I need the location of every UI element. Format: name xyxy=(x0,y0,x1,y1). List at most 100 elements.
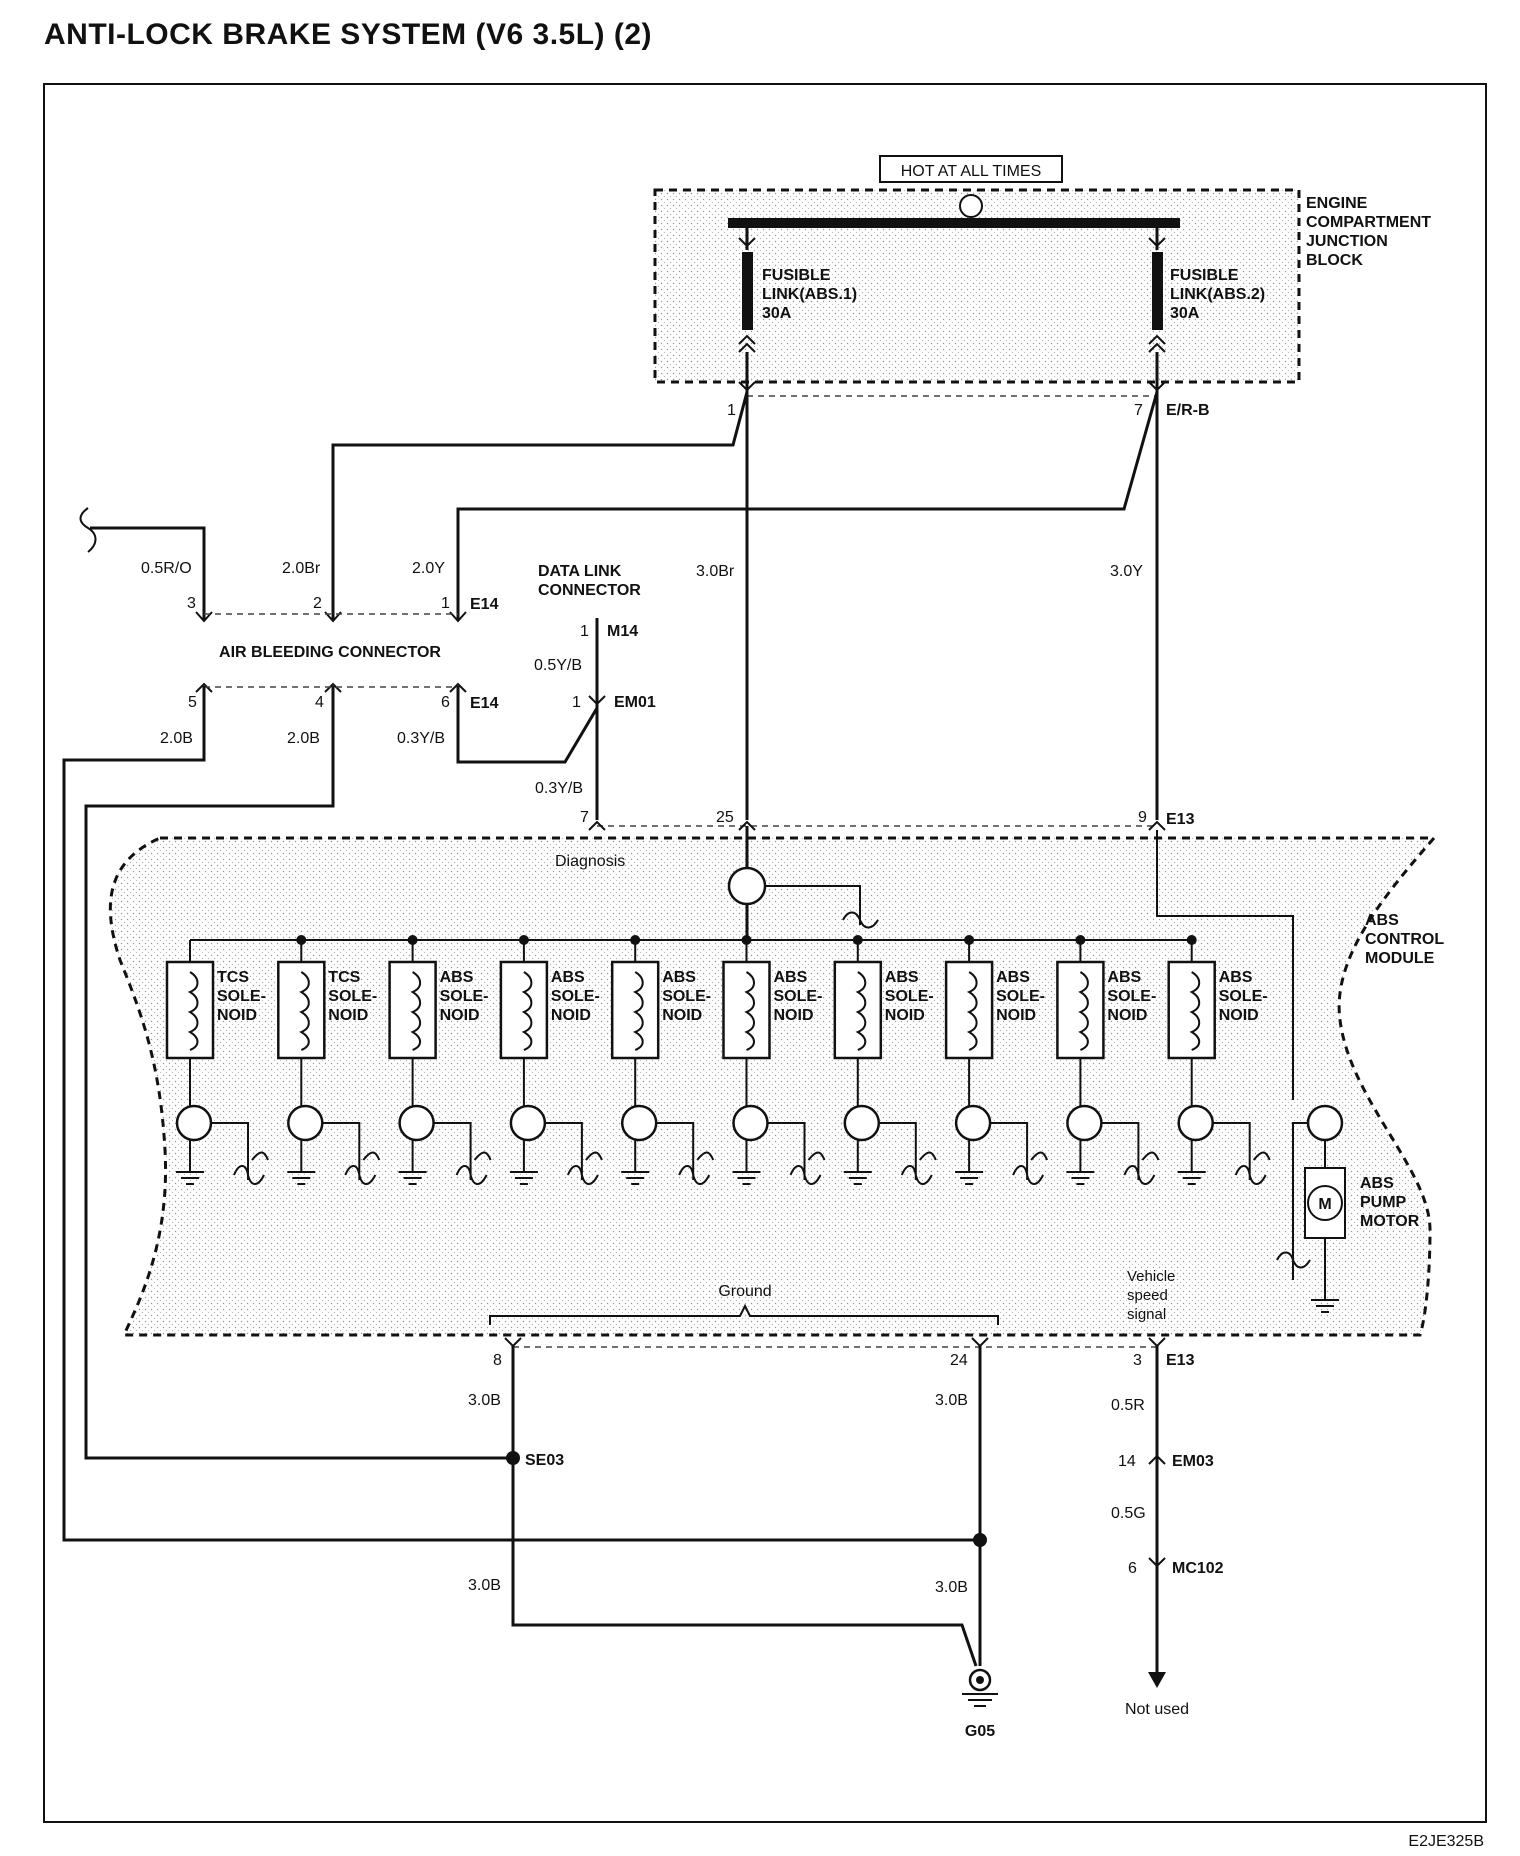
dlc-connector-m14: M14 xyxy=(607,623,638,640)
em03-connector: EM03 xyxy=(1172,1453,1214,1470)
wire-label-3-0b-a: 3.0B xyxy=(468,1392,501,1409)
fusible-link-abs2 xyxy=(1152,252,1163,330)
ab-pin-6: 6 xyxy=(441,694,450,711)
supply-transistor xyxy=(727,866,767,906)
bus-junction xyxy=(407,935,418,945)
solenoid-coil xyxy=(1167,960,1216,1060)
ab-pin-3: 3 xyxy=(187,595,196,612)
wire-label-2-0b-b: 2.0B xyxy=(287,730,320,747)
wire-label-0-3yb-a: 0.3Y/B xyxy=(397,730,445,747)
wire-ab6-dlc xyxy=(456,686,599,764)
driver-transistor xyxy=(287,1104,324,1142)
wire-label-3-0br: 3.0Br xyxy=(696,563,735,580)
ground-g05-label: G05 xyxy=(965,1723,995,1740)
abs-control-module xyxy=(108,836,1438,1337)
wire-label-3-0b-c: 3.0B xyxy=(468,1577,501,1594)
diagram-code: E2JE325B xyxy=(1408,1833,1484,1850)
ab-pin-5: 5 xyxy=(188,694,197,711)
ab-pin-1: 1 xyxy=(441,595,450,612)
pump-driver-transistor xyxy=(1306,1104,1344,1142)
ab-pin-2: 2 xyxy=(313,595,322,612)
module-conn-e13-bottom: E13 xyxy=(1166,1352,1195,1369)
wire-ab4-ground xyxy=(84,686,513,1460)
bus-junction xyxy=(852,935,863,945)
jb-connector-erb: E/R-B xyxy=(1166,402,1210,419)
power-bus-bar xyxy=(728,218,1180,228)
solenoid-coil xyxy=(722,960,771,1060)
fusible-link-abs1 xyxy=(742,252,753,330)
ground-symbol xyxy=(1177,1171,1206,1185)
wire-label-3-0y: 3.0Y xyxy=(1110,563,1143,580)
solenoid-coil xyxy=(1056,960,1105,1060)
solenoid-coil xyxy=(833,960,883,1060)
driver-transistor xyxy=(398,1104,435,1142)
driver-transistor xyxy=(954,1104,992,1142)
wire-2-0br xyxy=(331,391,749,620)
wire-label-2-0br: 2.0Br xyxy=(282,560,321,577)
mc102-connector: MC102 xyxy=(1172,1560,1224,1577)
bus-junction xyxy=(296,935,307,945)
ground-symbol xyxy=(287,1171,316,1185)
ground-symbol xyxy=(621,1171,650,1185)
jb-pin-7: 7 xyxy=(1134,402,1143,419)
ab-pin-4: 4 xyxy=(315,694,324,711)
ground-symbol xyxy=(176,1171,204,1185)
bus-junction xyxy=(630,935,641,945)
arrow-not-used xyxy=(1148,1672,1166,1688)
power-source-label: HOT AT ALL TIMES xyxy=(901,163,1042,180)
module-pin-9: 9 xyxy=(1138,809,1147,826)
wire-label-2-0y: 2.0Y xyxy=(412,560,445,577)
power-source-box xyxy=(879,155,1063,183)
wire-2-0y xyxy=(456,391,1159,620)
em01-pin-1: 1 xyxy=(572,694,581,711)
wire-label-0-5yb: 0.5Y/B xyxy=(534,657,582,674)
air-bleeding-connector-label: AIR BLEEDING CONNECTOR xyxy=(219,644,441,661)
wire-label-3-0b-b: 3.0B xyxy=(935,1392,968,1409)
module-pin-25: 25 xyxy=(716,809,734,826)
driver-transistor xyxy=(175,1104,213,1142)
page-title: ANTI-LOCK BRAKE SYSTEM (V6 3.5L) (2) xyxy=(44,18,653,51)
wire-label-0-3yb-b: 0.3Y/B xyxy=(535,780,583,797)
driver-transistor xyxy=(509,1104,547,1142)
bus-terminal xyxy=(959,194,983,218)
driver-transistor xyxy=(1066,1104,1103,1142)
diagnosis-label: Diagnosis xyxy=(555,853,625,870)
ground-symbol xyxy=(843,1171,872,1185)
ground-symbol xyxy=(955,1171,984,1185)
wire-ground-pin8 xyxy=(511,1346,978,1667)
solenoid-coil xyxy=(165,960,215,1060)
splice-se03 xyxy=(506,1451,520,1465)
bus-junction xyxy=(1186,935,1197,945)
module-conn-e13-top: E13 xyxy=(1166,811,1195,828)
pump-motor xyxy=(1307,1185,1343,1221)
bus-junction xyxy=(741,935,752,945)
bus-junction xyxy=(1075,935,1086,945)
wire-ab5-ground xyxy=(62,686,980,1542)
ab-conn-e14-bottom: E14 xyxy=(470,695,499,712)
wire-0-5ro xyxy=(90,526,206,620)
ground-symbol xyxy=(1066,1171,1095,1185)
ground-symbol xyxy=(398,1171,427,1185)
jb-pin-1: 1 xyxy=(727,402,736,419)
module-pin-8: 8 xyxy=(493,1352,502,1369)
bus-junction xyxy=(518,935,529,945)
solenoid-coil xyxy=(277,960,326,1060)
wire-pump-motor xyxy=(1156,830,1294,1100)
driver-transistor xyxy=(620,1104,658,1142)
solenoid-coil xyxy=(388,960,437,1060)
